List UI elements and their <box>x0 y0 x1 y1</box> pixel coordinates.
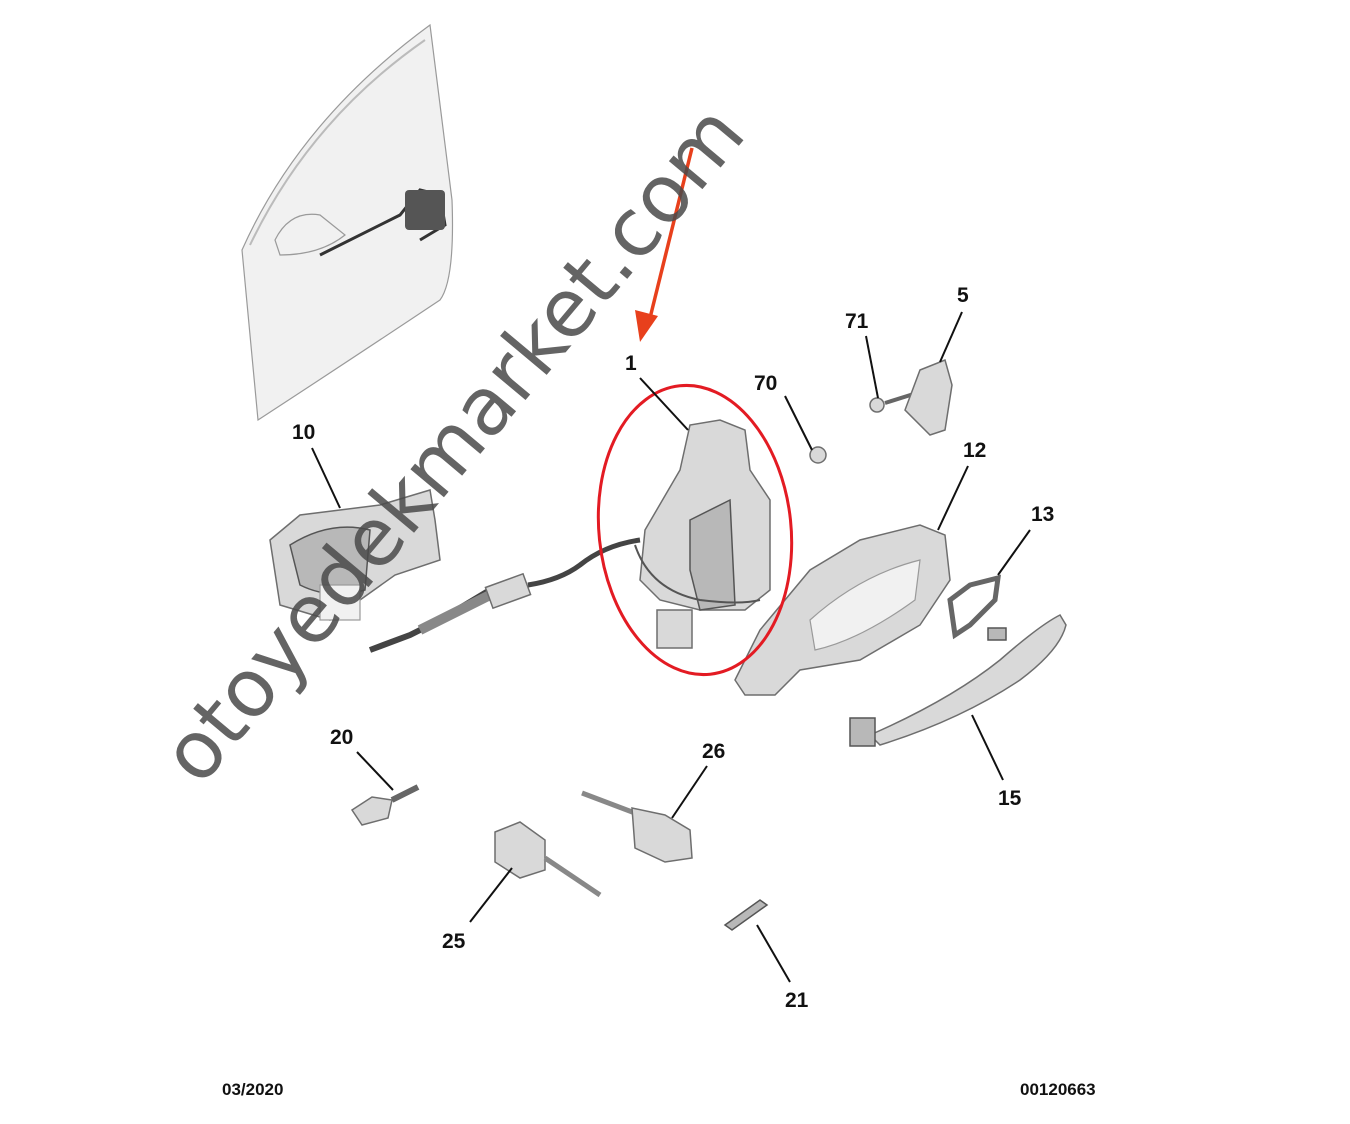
callout-1: 1 <box>625 352 637 375</box>
callout-20: 20 <box>330 726 353 749</box>
part-12-handle-frame <box>734 524 951 696</box>
callout-5: 5 <box>957 284 969 307</box>
highlight-ellipse <box>596 383 794 677</box>
callout-70: 70 <box>754 372 777 395</box>
callout-21: 21 <box>785 989 809 1012</box>
callout-25: 25 <box>442 930 466 953</box>
callout-12: 12 <box>963 439 986 462</box>
part-25-lock-cylinder <box>494 821 602 898</box>
cable <box>368 537 641 653</box>
part-70-screw <box>809 446 827 464</box>
part-5-striker <box>904 358 953 436</box>
part-15-exterior-handle <box>849 614 1067 747</box>
part-26-lock-cylinder <box>581 790 693 863</box>
watermark: otoyedekmarket.com <box>143 88 762 801</box>
footer-date: 03/2020 <box>222 1080 283 1099</box>
leader-lines <box>311 311 1031 983</box>
part-10-interior-handle <box>269 489 441 621</box>
part-21-key-blade <box>723 899 769 931</box>
highlight-arrow <box>635 147 694 342</box>
callout-15: 15 <box>998 787 1022 810</box>
callout-26: 26 <box>702 740 725 763</box>
part-20-key <box>350 784 420 826</box>
part-1-door-lock <box>634 419 771 649</box>
callout-13: 13 <box>1031 503 1054 526</box>
footer-code: 00120663 <box>1020 1080 1096 1099</box>
callout-71: 71 <box>845 310 869 333</box>
part-13-gasket <box>947 574 1001 640</box>
door-illustration <box>241 23 454 422</box>
callout-10: 10 <box>292 421 315 444</box>
